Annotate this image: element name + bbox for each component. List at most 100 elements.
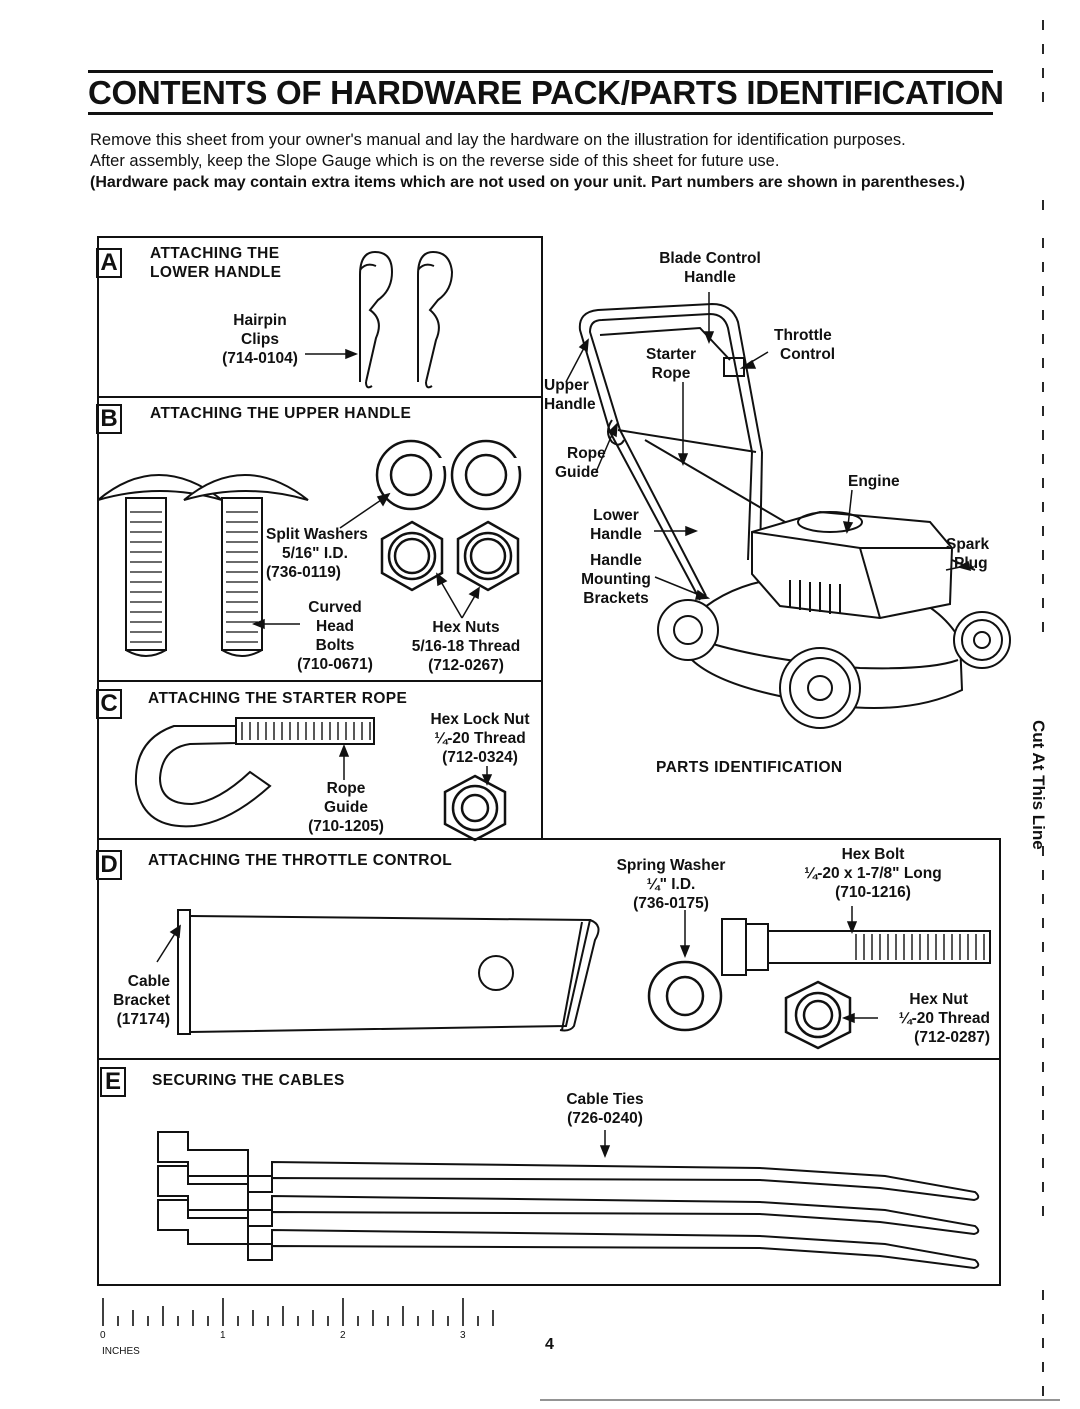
bolts-name-3: Bolts xyxy=(315,637,355,654)
blade-control-label: Blade Control Handle xyxy=(650,249,770,287)
spring-washer-arrow xyxy=(679,910,691,959)
cable-tie-icon xyxy=(157,1165,980,1236)
split-washer-icon xyxy=(375,439,522,511)
ropeguide-line-2: Guide xyxy=(555,464,599,481)
guide-part-number: (710-1205) xyxy=(308,818,384,835)
section-a-title: ATTACHING THE LOWER HANDLE xyxy=(150,244,281,282)
ruler-unit: INCHES xyxy=(102,1346,140,1357)
panel-border xyxy=(97,838,1001,840)
page-title: CONTENTS OF HARDWARE PACK/PARTS IDENTIFI… xyxy=(88,74,1004,111)
washers-name: Split Washers xyxy=(266,526,368,543)
ruler-3: 3 xyxy=(460,1330,466,1341)
bolts-name-2: Head xyxy=(316,618,354,635)
mower-label-arrows xyxy=(565,292,972,600)
cable-ties-part-number: (726-0240) xyxy=(567,1110,643,1127)
hairpin-part-number: (714-0104) xyxy=(222,350,298,367)
hex-nut-d-icon xyxy=(784,980,852,1050)
intro-note: (Hardware pack may contain extra items w… xyxy=(90,174,965,191)
starter-line-1: Starter xyxy=(646,346,696,363)
spring-washer-name: Spring Washer xyxy=(616,857,726,874)
nuts-name: Hex Nuts xyxy=(432,619,500,636)
blade-control-line-1: Blade Control xyxy=(659,250,761,267)
lawn-mower-illustration xyxy=(578,302,1011,729)
upper-line-1: Upper xyxy=(544,377,589,394)
hex-nut-d-name: Hex Nut xyxy=(909,991,968,1008)
engine-label: Engine xyxy=(848,473,900,490)
cable-bracket-arrow xyxy=(156,924,181,963)
washers-size: 5/16" I.D. xyxy=(282,545,348,562)
locknut-name: Hex Lock Nut xyxy=(430,711,530,728)
parts-identification-caption: PARTS IDENTIFICATION xyxy=(656,759,843,776)
ruler-1: 1 xyxy=(220,1330,226,1341)
nuts-arrows xyxy=(436,572,480,619)
section-e-title: SECURING THE CABLES xyxy=(152,1072,345,1089)
starter-line-2: Rope xyxy=(651,365,691,382)
starter-rope-label: Starter Rope xyxy=(633,345,709,383)
brackets-line-2: Mounting xyxy=(581,571,651,588)
lower-handle-label: Lower Handle xyxy=(584,506,648,544)
hex-bolt-icon xyxy=(721,918,991,976)
spring-washer-label: Spring Washer ¼" I.D. (736-0175) xyxy=(596,856,746,913)
hairpin-clip-icon xyxy=(359,250,394,389)
rope-guide-icon xyxy=(134,717,375,828)
spark-line-1: Spark xyxy=(946,536,990,553)
cable-bracket-icon xyxy=(177,909,600,1035)
locknut-thread: ¼-20 Thread xyxy=(434,730,526,747)
throttle-line-1: Throttle xyxy=(774,327,832,344)
hairpin-name-1: Hairpin xyxy=(233,312,287,329)
cable-ties-label: Cable Ties (726-0240) xyxy=(550,1090,660,1128)
locknut-part-number: (712-0324) xyxy=(442,749,518,766)
lock-nut-arrow xyxy=(481,766,493,786)
lower-line-2: Handle xyxy=(590,526,642,543)
section-b-title: ATTACHING THE UPPER HANDLE xyxy=(150,405,412,422)
panel-border xyxy=(97,1284,1001,1286)
hex-bolt-part-number: (710-1216) xyxy=(835,884,911,901)
bolt-thread-lines xyxy=(130,511,162,643)
intro-line-1: Remove this sheet from your owner's manu… xyxy=(90,131,906,149)
hex-nut-d-label: Hex Nut ¼-20 Thread (712-0287) xyxy=(880,990,990,1047)
section-d-title: ATTACHING THE THROTTLE CONTROL xyxy=(148,852,453,869)
ruler-0: 0 xyxy=(100,1330,106,1341)
hairpin-clips-label: Hairpin Clips (714-0104) xyxy=(200,311,320,368)
cable-tie-icon xyxy=(157,1131,980,1202)
spring-washer-size: ¼" I.D. xyxy=(646,876,696,893)
curved-head-bolts-label: Curved Head Bolts (710-0671) xyxy=(280,598,390,674)
intro-text: Remove this sheet from your owner's manu… xyxy=(90,130,1000,172)
bolts-part-number: (710-0671) xyxy=(297,656,373,673)
hex-lock-nut-icon xyxy=(443,774,507,842)
inch-ruler xyxy=(102,1298,494,1326)
page-number: 4 xyxy=(545,1336,554,1353)
cut-line-text: Cut At This Line xyxy=(1029,720,1048,850)
section-d-letter: D xyxy=(96,850,122,880)
bracket-name-2: Bracket xyxy=(113,992,170,1009)
guide-name-2: Guide xyxy=(324,799,368,816)
spring-washer-part-number: (736-0175) xyxy=(633,895,709,912)
hex-bolt-thread-lines xyxy=(855,934,985,960)
section-a-title-line-1: ATTACHING THE xyxy=(150,245,280,262)
blade-control-line-2: Handle xyxy=(684,269,736,286)
section-c-title: ATTACHING THE STARTER ROPE xyxy=(148,690,408,707)
hex-nut-icon xyxy=(380,520,520,592)
hex-bolt-label: Hex Bolt ¼-20 x 1-7/8" Long (710-1216) xyxy=(778,845,968,902)
rope-guide-arrow xyxy=(338,743,350,780)
hex-lock-nut-label: Hex Lock Nut ¼-20 Thread (712-0324) xyxy=(416,710,544,767)
ropeguide-line-1: Rope xyxy=(567,445,606,462)
washer-split-gap xyxy=(430,458,521,466)
guide-name-1: Rope xyxy=(326,780,366,797)
section-c-letter: C xyxy=(96,689,122,719)
panel-border xyxy=(97,396,542,398)
cut-line-label: Cut At This Line xyxy=(1022,720,1052,850)
section-a-letter: A xyxy=(96,248,122,278)
lower-line-1: Lower xyxy=(593,507,639,524)
handle-mounting-brackets-label: Handle Mounting Brackets xyxy=(574,551,658,608)
cable-tie-icon xyxy=(157,1199,980,1270)
brackets-line-1: Handle xyxy=(590,552,642,569)
rope-guide-thread-lines xyxy=(241,722,371,740)
cable-bracket-label: Cable Bracket (17174) xyxy=(108,972,170,1029)
bolts-arrow xyxy=(251,618,300,630)
panel-border xyxy=(541,236,543,840)
bracket-part-number: (17174) xyxy=(116,1011,170,1028)
panel-border xyxy=(97,236,99,1286)
upper-line-2: Handle xyxy=(544,396,596,413)
